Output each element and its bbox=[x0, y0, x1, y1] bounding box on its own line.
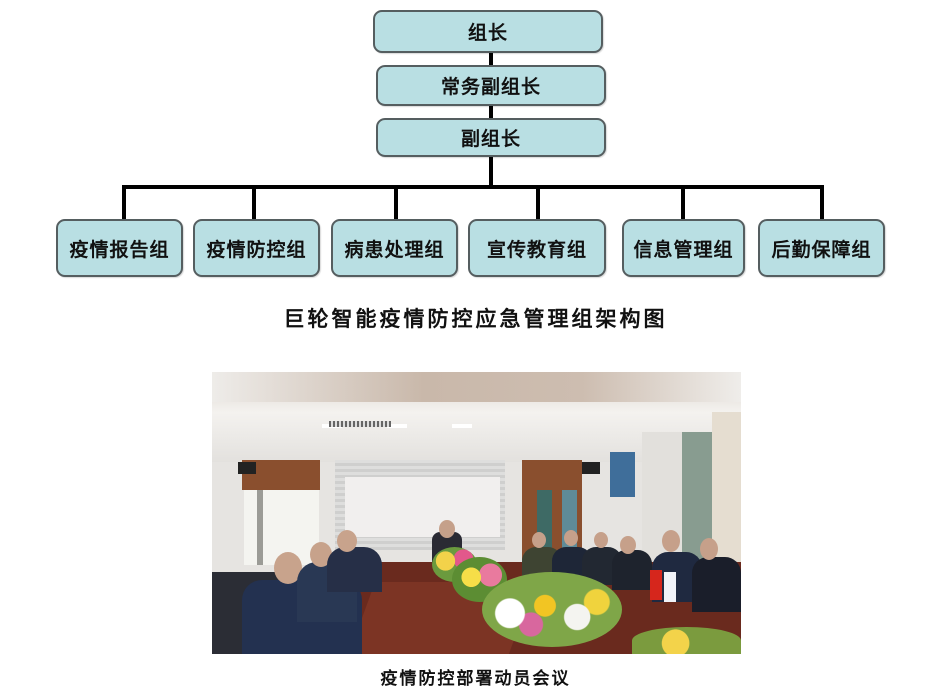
node-logistics-group: 后勤保障组 bbox=[758, 219, 885, 277]
node-group-leader: 组长 bbox=[373, 10, 603, 53]
photo-caption: 疫情防控部署动员会议 bbox=[380, 669, 571, 689]
node-publicity-education-group: 宣传教育组 bbox=[468, 219, 606, 277]
node-patient-handling-group: 病患处理组 bbox=[331, 219, 458, 277]
connector-drop-4 bbox=[536, 185, 540, 221]
node-info-management-group: 信息管理组 bbox=[622, 219, 745, 277]
node-epidemic-control-group: 疫情防控组 bbox=[193, 219, 320, 277]
connector-drop-1 bbox=[122, 185, 126, 221]
node-executive-deputy-leader: 常务副组长 bbox=[376, 65, 606, 106]
meeting-photo bbox=[212, 372, 741, 654]
connector-drop-2 bbox=[252, 185, 256, 221]
connector-drop-5 bbox=[681, 185, 685, 221]
connector-horizontal bbox=[122, 185, 824, 189]
node-deputy-leader: 副组长 bbox=[376, 118, 606, 157]
connector-drop-3 bbox=[394, 185, 398, 221]
org-chart-title: 巨轮智能疫情防控应急管理组架构图 bbox=[283, 306, 668, 331]
node-epidemic-report-group: 疫情报告组 bbox=[56, 219, 183, 277]
connector-drop-6 bbox=[820, 185, 824, 221]
